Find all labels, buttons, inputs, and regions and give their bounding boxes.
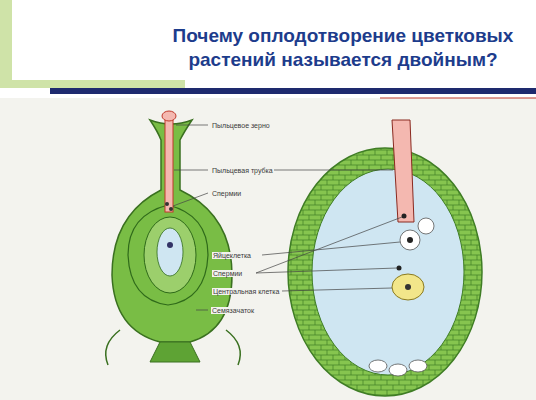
corner-band [0, 0, 185, 88]
title-panel [12, 0, 185, 80]
ovary-wall [128, 205, 208, 305]
part-label: Семязачаток [211, 307, 255, 314]
part-label: Центральная клетка [212, 288, 280, 295]
central-cell-nucleus [392, 274, 424, 300]
egg-cell [400, 230, 420, 250]
pollen-grain [162, 111, 176, 121]
receptacle [150, 342, 200, 362]
synergid [418, 218, 434, 234]
figure-ground [0, 98, 536, 400]
antipodal-cell [369, 360, 387, 372]
pollen-tube [165, 118, 173, 212]
ovule [144, 217, 196, 293]
part-label: Спермии [212, 270, 243, 277]
antipodal-cell [389, 364, 407, 376]
part-label: Пыльцевая трубка [211, 167, 274, 174]
nucleus [405, 284, 411, 290]
sepal [106, 330, 241, 365]
part-label: Яйцеклетка [212, 252, 252, 259]
part-label: Спермии [211, 190, 242, 197]
leader-line [256, 268, 397, 273]
leader-line [274, 170, 393, 171]
leader-line [173, 193, 208, 206]
antipodal-cell [409, 360, 427, 372]
sperm [169, 207, 173, 211]
leader-line [256, 217, 402, 273]
sperm [165, 202, 169, 206]
part-label: Пыльцевое зерно [211, 122, 271, 129]
leader-line [176, 125, 208, 126]
embryo-sac [157, 228, 183, 276]
leader-line [174, 170, 208, 171]
pollen-tube [392, 120, 414, 222]
embryo-sac [312, 169, 464, 375]
accent-line [380, 98, 536, 99]
nucleus [407, 237, 413, 243]
sperm [402, 214, 407, 219]
leader-line [196, 310, 208, 311]
leader-line [282, 288, 392, 291]
sperm [397, 266, 402, 271]
slide-title: Почему оплодотворение цветковых растений… [150, 24, 536, 72]
ovule-wall [288, 148, 482, 396]
title-bar [50, 88, 536, 94]
nucleus [167, 242, 173, 248]
